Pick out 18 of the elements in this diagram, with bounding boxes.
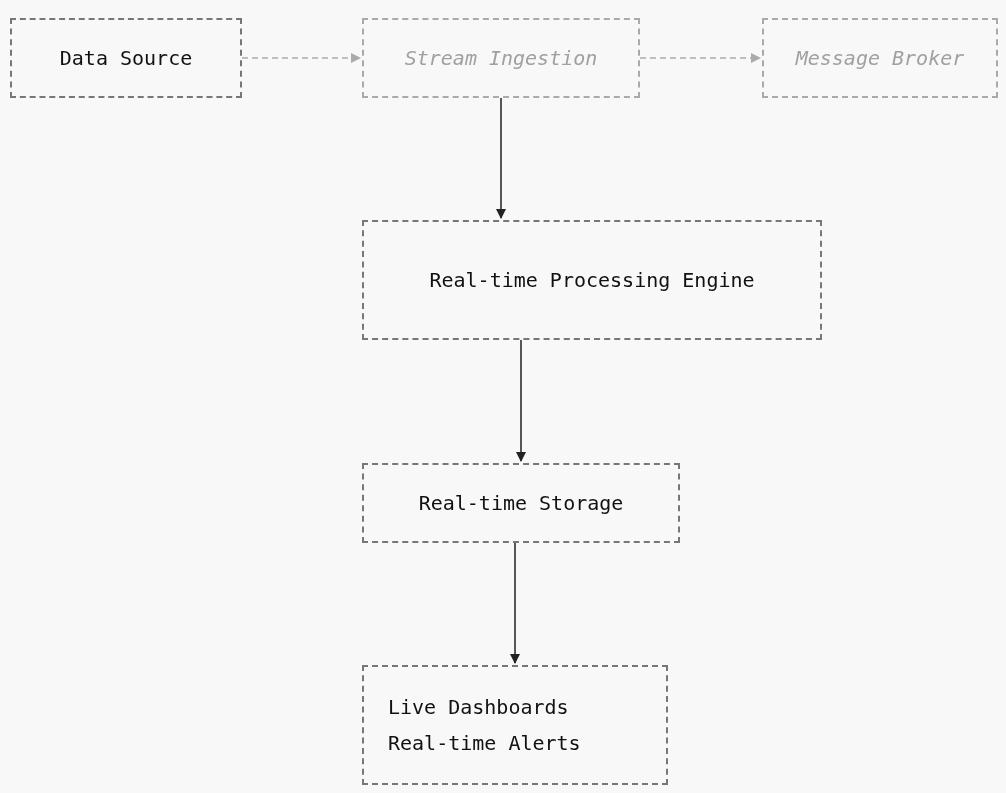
process-box [362, 18, 640, 98]
box-label: Message Broker [794, 46, 966, 70]
box-label: Stream Ingestion [403, 46, 599, 70]
arrow [510, 542, 520, 664]
process-box [362, 665, 668, 785]
box-label: Real-time Storage [417, 491, 625, 515]
process-box [762, 18, 998, 98]
arrow [241, 53, 361, 63]
process-box [362, 220, 822, 340]
arrow [639, 53, 761, 63]
box-label: Real-time Processing Engine [428, 268, 756, 292]
box-label: Real-time Alerts [388, 731, 582, 755]
process-box [10, 18, 242, 98]
arrow [496, 97, 506, 219]
box-label: Data Source [58, 46, 194, 70]
process-box [362, 463, 680, 543]
box-label: Live Dashboards [388, 695, 570, 719]
arrow [516, 339, 526, 462]
